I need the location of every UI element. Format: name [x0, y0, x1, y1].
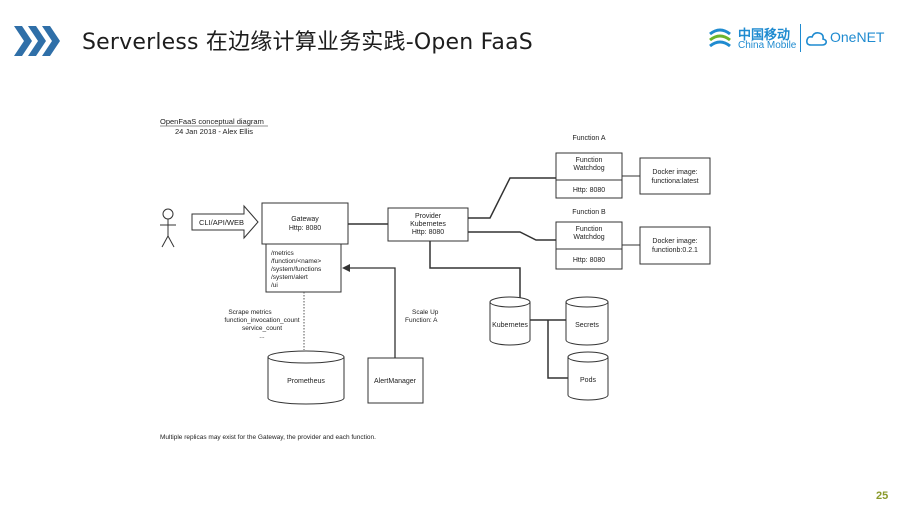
- function-a-image-label: Docker image:: [652, 169, 697, 176]
- provider-function-a-connector: [468, 177, 556, 219]
- function-b-box: [555, 221, 623, 270]
- kubernetes-label: Kubernetes: [492, 322, 528, 329]
- kubernetes-cylinder: [489, 296, 531, 346]
- alertmanager-label: AlertManager: [374, 378, 417, 385]
- china-mobile-logo: 中国移动 China Mobile: [706, 22, 798, 56]
- provider-box: [387, 207, 469, 242]
- kubernetes-pods-connector: [547, 320, 568, 379]
- route-ui: /ui: [271, 282, 278, 289]
- prometheus-cylinder: [267, 350, 345, 405]
- gateway-port: Http: 8080: [289, 225, 321, 232]
- function-a-box: [555, 152, 623, 199]
- provider-function-b-connector: [468, 231, 556, 241]
- provider-port: Http: 8080: [412, 229, 444, 236]
- secrets-cylinder: [565, 296, 609, 346]
- gateway-name: Gateway: [291, 216, 319, 223]
- function-b-name: Function: [576, 226, 603, 233]
- cloud-icon: [806, 32, 827, 46]
- function-a-role: Watchdog: [573, 165, 604, 172]
- alertmanager-box: [367, 357, 424, 404]
- function-a-label: Function A: [572, 135, 605, 142]
- scrape-line4: ...: [259, 333, 265, 340]
- route-metrics: /metrics: [271, 250, 295, 257]
- function-a-port: Http: 8080: [573, 187, 605, 194]
- diagram-caption-date: 24 Jan 2018 - Alex Ellis: [175, 127, 253, 136]
- diagram-footnote: Multiple replicas may exist for the Gate…: [160, 434, 376, 441]
- function-b-image: functionb:0.2.1: [652, 247, 698, 254]
- provider-kubernetes-connector: [429, 241, 521, 300]
- user-figure-icon: [160, 208, 176, 248]
- pods-label: Pods: [580, 377, 596, 384]
- cli-arrow-shape: [191, 204, 259, 240]
- onenet-label: OneNET: [830, 29, 885, 45]
- route-system-functions: /system/functions: [271, 266, 322, 273]
- alert-arrowhead-icon: [342, 264, 350, 272]
- page-number: 25: [876, 490, 889, 502]
- provider-name: Provider: [415, 213, 442, 220]
- diagram-caption-title: OpenFaaS conceptual diagram: [160, 117, 264, 126]
- chevrons-icon: [14, 26, 60, 56]
- onenet-logo: OneNET: [806, 28, 896, 50]
- scale-line2: Function: A: [405, 317, 438, 324]
- routes-box: [265, 243, 342, 293]
- scrape-line1: Scrape metrics: [228, 309, 272, 316]
- function-b-port: Http: 8080: [573, 257, 605, 264]
- function-b-image-box: [639, 226, 711, 265]
- china-mobile-en-label: China Mobile: [738, 40, 797, 51]
- function-a-image: functiona:latest: [651, 178, 698, 185]
- function-b-image-label: Docker image:: [652, 238, 697, 245]
- slide-header: Serverless 在边缘计算业务实践-Open FaaS 中国移动 Chin…: [0, 0, 900, 70]
- function-a-name: Function: [576, 157, 603, 164]
- pods-cylinder: [567, 351, 609, 401]
- secrets-label: Secrets: [575, 322, 599, 329]
- route-function: /function/<name>: [271, 258, 321, 265]
- cli-arrow-label: CLI/API/WEB: [199, 218, 244, 227]
- function-b-role: Watchdog: [573, 234, 604, 241]
- route-system-alert: /system/alert: [271, 274, 308, 281]
- logo-divider: [800, 24, 801, 52]
- gateway-box: [261, 202, 349, 245]
- china-mobile-logo-icon: [709, 28, 731, 48]
- alert-to-gateway-connector: [348, 267, 396, 358]
- prometheus-label: Prometheus: [287, 378, 325, 385]
- china-mobile-cn-label: 中国移动: [738, 28, 791, 43]
- function-a-image-box: [639, 157, 711, 195]
- scale-line1: Scale Up: [412, 309, 439, 316]
- provider-platform: Kubernetes: [410, 221, 446, 228]
- scrape-line2: function_invocation_count: [224, 317, 299, 324]
- scrape-line3: service_count: [242, 325, 282, 332]
- function-b-label: Function B: [572, 209, 606, 216]
- slide-title: Serverless 在边缘计算业务实践-Open FaaS: [82, 30, 533, 55]
